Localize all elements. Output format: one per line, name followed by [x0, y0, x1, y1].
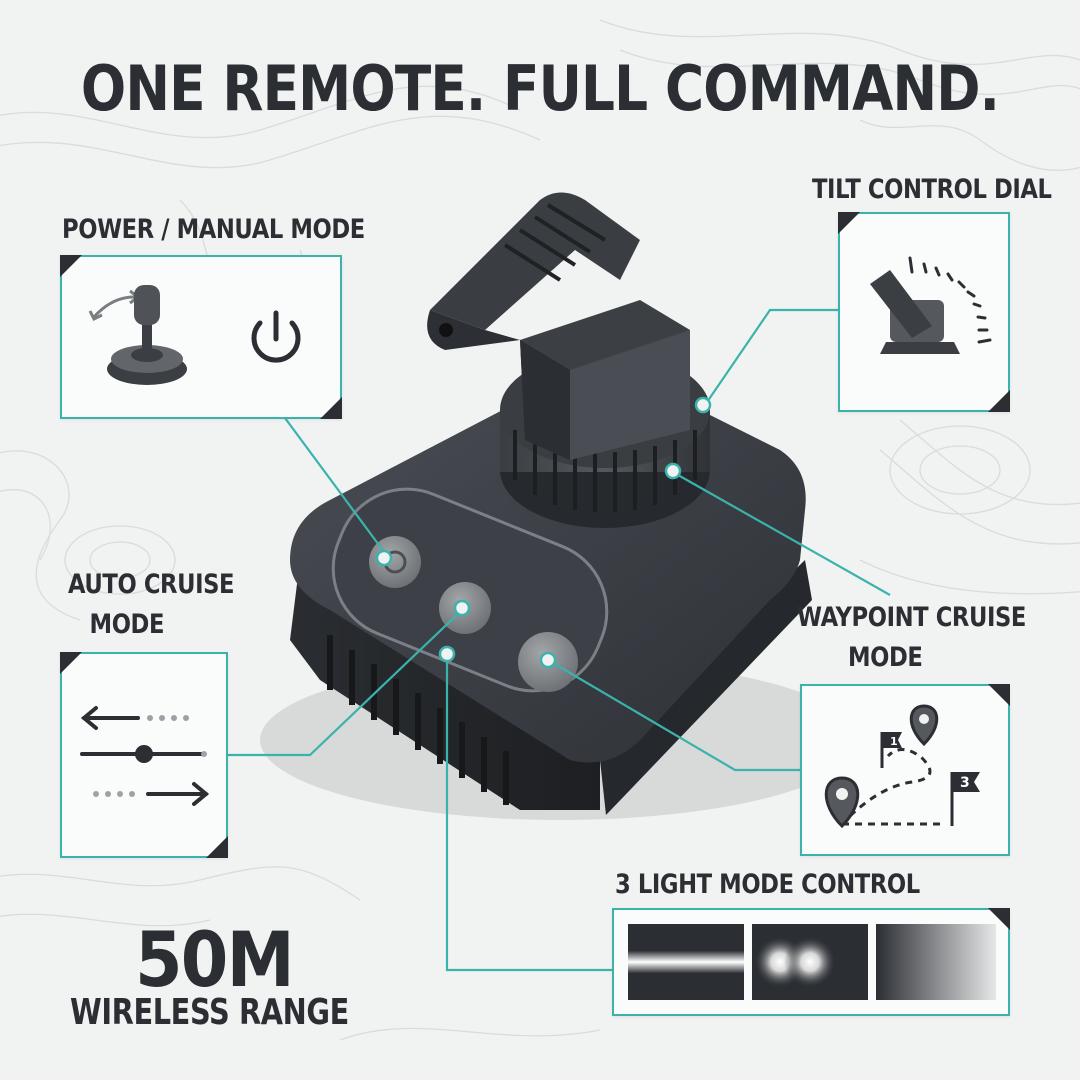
tilt-dial-icon [870, 256, 992, 354]
flood-beam-swatch [628, 924, 744, 1000]
cruise-arrows-icon [80, 706, 210, 806]
power-manual-label: POWER / MANUAL MODE [62, 214, 365, 245]
auto-cruise-label: AUTO CRUISE MODE [68, 565, 235, 645]
waypoint-cruise-label-line2: MODE [847, 642, 923, 673]
waypoint-cruise-label: WAYPOINT CRUISE MODE [797, 598, 1026, 678]
auto-cruise-panel [60, 652, 228, 858]
gradient-fade-swatch [876, 924, 996, 1000]
auto-cruise-label-line1: AUTO CRUISE [68, 569, 235, 600]
waypoint-cruise-label-line1: WAYPOINT CRUISE [797, 602, 1026, 633]
range-value: 50M [135, 915, 295, 1004]
page-title: ONE REMOTE. FULL COMMAND. [80, 52, 1000, 125]
joystick-icon [88, 285, 187, 385]
tilt-dial-label: TILT CONTROL DIAL [812, 174, 1052, 205]
range-caption: WIRELESS RANGE [70, 992, 349, 1033]
waypoint-flag-1: 1 [890, 735, 898, 748]
light-mode-label: 3 LIGHT MODE CONTROL [615, 869, 920, 900]
light-mode-panel [612, 908, 1010, 1016]
auto-cruise-label-line2: MODE [89, 609, 165, 640]
waypoint-flag-3: 3 [960, 775, 970, 791]
waypoint-route-icon: 1 3 [824, 704, 980, 829]
light-mode-swatches [628, 924, 996, 1000]
waypoint-cruise-panel: 1 3 [800, 684, 1010, 856]
power-icon [251, 310, 301, 363]
tilt-dial-panel [838, 212, 1010, 412]
power-manual-panel [60, 255, 342, 419]
